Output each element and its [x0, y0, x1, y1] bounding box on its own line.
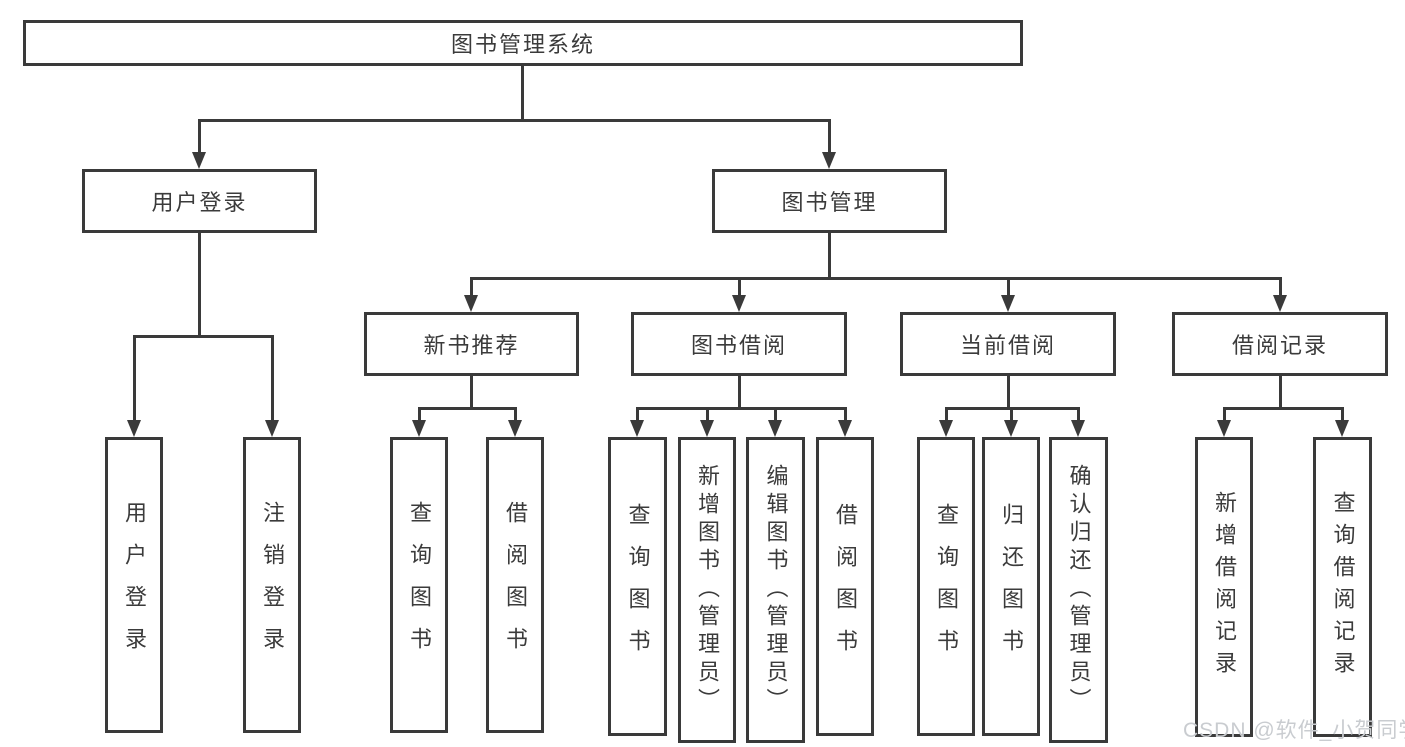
connector-line: [828, 119, 831, 152]
node-current-borrow: 当前借阅: [900, 312, 1116, 376]
arrow-down-icon: [1273, 295, 1287, 312]
connector-line: [1279, 376, 1282, 407]
connector-line: [636, 407, 847, 410]
connector-line: [1223, 407, 1344, 410]
connector-line: [844, 407, 847, 420]
node-book-borrow: 图书借阅: [631, 312, 847, 376]
arrow-down-icon: [838, 420, 852, 437]
arrow-down-icon: [1335, 420, 1349, 437]
leaf-query-books-current: 查询图书: [917, 437, 975, 736]
leaf-query-books-borrow: 查询图书: [608, 437, 667, 736]
arrow-down-icon: [265, 420, 279, 437]
connector-line: [738, 277, 741, 295]
connector-line: [470, 277, 473, 295]
connector-line: [198, 233, 201, 335]
leaf-add-borrow-record: 新增借阅记录: [1195, 437, 1253, 737]
node-library-system: 图书管理系统: [23, 20, 1023, 66]
leaf-borrow-books-recommend: 借阅图书: [486, 437, 544, 733]
leaf-borrow-books-label: 借阅图书: [833, 502, 858, 671]
leaf-query-books-recommend: 查询图书: [390, 437, 448, 733]
connector-line: [418, 407, 421, 420]
arrow-down-icon: [127, 420, 141, 437]
node-borrow-records: 借阅记录: [1172, 312, 1388, 376]
leaf-logout-label: 注销登录: [260, 501, 285, 669]
arrow-down-icon: [939, 420, 953, 437]
leaf-add-borrow-record-label: 新增借阅记录: [1212, 491, 1237, 683]
node-book-management-label: 图书管理: [781, 190, 878, 215]
connector-line: [636, 407, 639, 420]
connector-line: [271, 335, 274, 420]
node-borrow-records-label: 借阅记录: [1231, 333, 1328, 358]
leaf-query-borrow-record: 查询借阅记录: [1313, 437, 1372, 737]
arrow-down-icon: [412, 420, 426, 437]
connector-line: [738, 376, 741, 407]
connector-line: [514, 407, 517, 420]
connector-line: [774, 407, 777, 420]
connector-line: [945, 407, 948, 420]
node-library-system-label: 图书管理系统: [450, 32, 595, 57]
leaf-edit-books-admin: 编辑图书（管理员）: [746, 437, 805, 743]
arrow-down-icon: [1001, 295, 1015, 312]
connector-line: [418, 407, 517, 410]
leaf-query-books-recommend-label: 查询图书: [407, 501, 432, 669]
connector-line: [198, 119, 201, 152]
connector-line: [1077, 407, 1080, 420]
arrow-down-icon: [508, 420, 522, 437]
connector-line: [828, 233, 831, 277]
connector-line: [521, 66, 524, 119]
leaf-return-books-label: 归还图书: [999, 502, 1024, 671]
connector-line: [1341, 407, 1344, 420]
leaf-borrow-books-recommend-label: 借阅图书: [503, 501, 528, 669]
arrow-down-icon: [1071, 420, 1085, 437]
leaf-add-books-admin: 新增图书（管理员）: [678, 437, 736, 743]
node-book-management: 图书管理: [712, 169, 947, 233]
arrow-down-icon: [1004, 420, 1018, 437]
arrow-down-icon: [732, 295, 746, 312]
arrow-down-icon: [630, 420, 644, 437]
leaf-user-login: 用户登录: [105, 437, 163, 733]
arrow-down-icon: [768, 420, 782, 437]
connector-line: [706, 407, 709, 420]
node-user-login-label: 用户登录: [151, 190, 248, 215]
arrow-down-icon: [700, 420, 714, 437]
connector-line: [1223, 407, 1226, 420]
arrow-down-icon: [192, 152, 206, 169]
connector-line: [133, 335, 274, 338]
connector-line: [1279, 277, 1282, 295]
node-new-book-recommend-label: 新书推荐: [423, 333, 520, 358]
csdn-watermark: CSDN @软件_小贺同学: [1183, 719, 1405, 742]
arrow-down-icon: [464, 295, 478, 312]
leaf-logout: 注销登录: [243, 437, 301, 733]
leaf-query-books-current-label: 查询图书: [934, 502, 959, 671]
arrow-down-icon: [822, 152, 836, 169]
connector-line: [470, 277, 1282, 280]
leaf-edit-books-admin-label: 编辑图书（管理员）: [763, 464, 789, 716]
leaf-add-books-admin-label: 新增图书（管理员）: [695, 464, 720, 716]
connector-line: [198, 119, 831, 122]
connector-line: [1007, 376, 1010, 407]
connector-line: [1007, 277, 1010, 295]
connector-line: [1010, 407, 1013, 420]
node-current-borrow-label: 当前借阅: [959, 333, 1056, 358]
node-book-borrow-label: 图书借阅: [690, 333, 787, 358]
arrow-down-icon: [1217, 420, 1231, 437]
connector-line: [133, 335, 136, 420]
leaf-query-books-borrow-label: 查询图书: [625, 502, 651, 671]
node-new-book-recommend: 新书推荐: [364, 312, 579, 376]
leaf-confirm-return-admin-label: 确认归还（管理员）: [1066, 464, 1092, 716]
leaf-borrow-books: 借阅图书: [816, 437, 874, 736]
node-user-login: 用户登录: [82, 169, 317, 233]
leaf-query-borrow-record-label: 查询借阅记录: [1330, 491, 1356, 683]
connector-line: [470, 376, 473, 407]
leaf-return-books: 归还图书: [982, 437, 1040, 736]
leaf-confirm-return-admin: 确认归还（管理员）: [1049, 437, 1108, 743]
leaf-user-login-label: 用户登录: [122, 501, 147, 669]
